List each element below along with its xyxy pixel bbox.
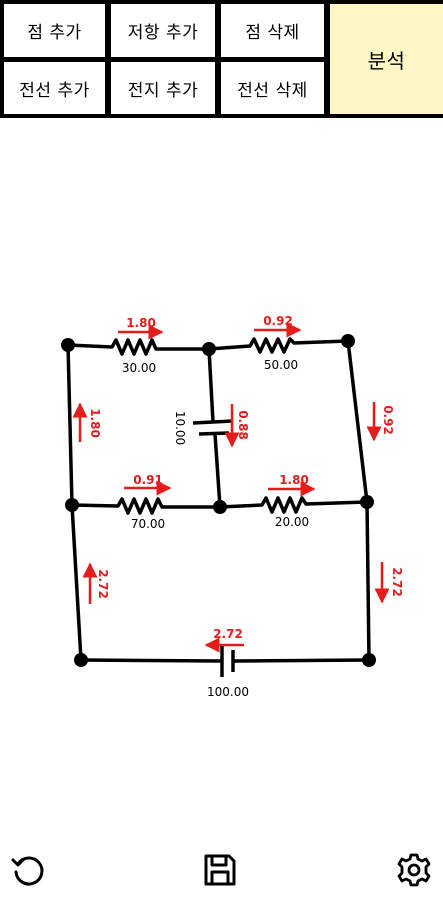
wire[interactable]: [232, 658, 370, 663]
resistor-r1[interactable]: [67, 338, 209, 356]
battery-value: 100.00: [207, 685, 249, 699]
node[interactable]: [61, 338, 75, 352]
current-value: 2.72: [390, 567, 404, 597]
battery-plate: [192, 419, 234, 425]
battery-plate: [198, 431, 230, 436]
current-value: 2.72: [213, 627, 243, 641]
wire[interactable]: [66, 344, 74, 506]
add-resistor-button[interactable]: 저항 추가: [111, 4, 215, 57]
wire[interactable]: [346, 340, 369, 503]
delete-point-button[interactable]: 점 삭제: [221, 4, 324, 57]
gear-icon[interactable]: [392, 848, 436, 892]
resistor-r4[interactable]: [219, 496, 368, 514]
toolbar: 점 추가 저항 추가 점 삭제 전선 추가 전지 추가 전선 삭제 분석: [0, 0, 443, 118]
delete-wire-button[interactable]: 전선 삭제: [221, 62, 324, 114]
wire[interactable]: [213, 433, 222, 508]
node[interactable]: [202, 342, 216, 356]
current-value: 0.92: [381, 405, 395, 435]
node[interactable]: [74, 653, 88, 667]
analyze-button[interactable]: 분석: [330, 4, 443, 114]
resistor-value: 50.00: [264, 358, 298, 372]
resistor-value: 20.00: [275, 515, 309, 529]
node[interactable]: [341, 334, 355, 348]
current-value: 1.80: [126, 316, 156, 330]
add-point-button[interactable]: 점 추가: [4, 4, 105, 57]
wire[interactable]: [80, 658, 222, 663]
current-value: 1.80: [88, 408, 102, 438]
resistor-r3[interactable]: [71, 497, 220, 515]
save-icon[interactable]: [198, 848, 242, 892]
node[interactable]: [360, 495, 374, 509]
add-wire-button[interactable]: 전선 추가: [4, 62, 105, 114]
node[interactable]: [213, 500, 227, 514]
circuit-canvas[interactable]: 30.00 50.00 70.00 20.00 10.00 100.00 1.8…: [0, 118, 443, 838]
wire[interactable]: [70, 504, 83, 661]
bottom-bar: [0, 838, 443, 900]
resistor-value: 70.00: [131, 517, 165, 531]
current-value: 0.88: [236, 410, 250, 440]
current-value: 0.91: [133, 473, 163, 487]
current-value: 1.80: [279, 473, 309, 487]
resistor-value: 30.00: [122, 361, 156, 375]
battery-value: 10.00: [173, 411, 187, 445]
current-value: 0.92: [263, 314, 293, 328]
wire[interactable]: [207, 348, 215, 423]
node[interactable]: [362, 653, 376, 667]
wire[interactable]: [365, 501, 371, 661]
undo-icon[interactable]: [6, 848, 50, 892]
resistor-r2[interactable]: [208, 337, 349, 354]
current-value: 2.72: [96, 569, 110, 599]
add-battery-button[interactable]: 전지 추가: [111, 62, 215, 114]
node[interactable]: [65, 498, 79, 512]
